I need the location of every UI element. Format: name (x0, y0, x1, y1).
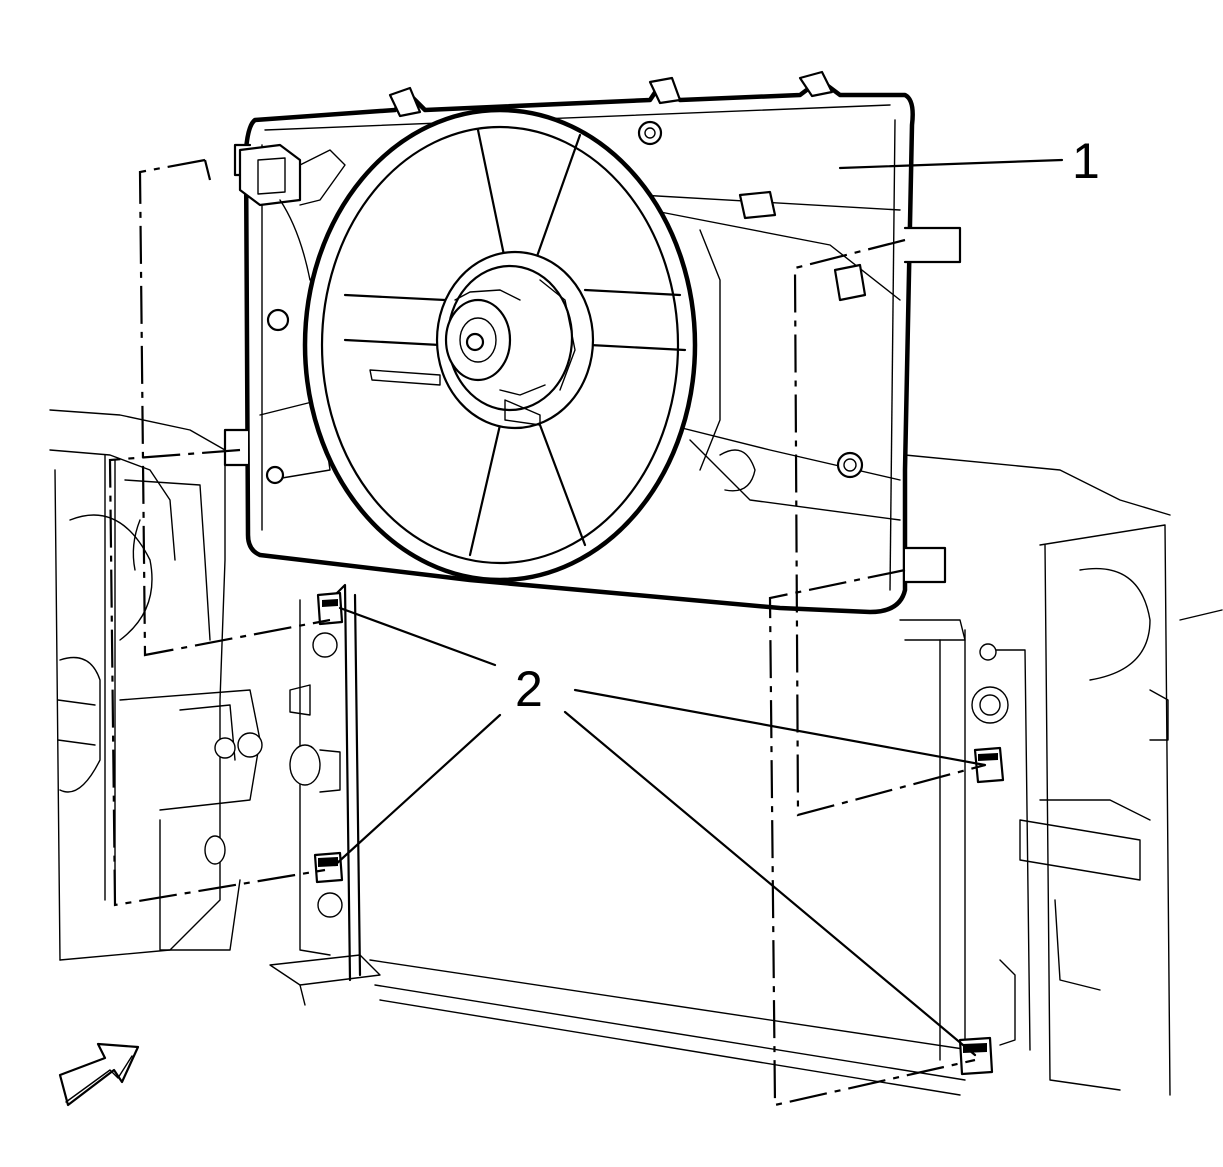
front-of-vehicle-arrow-icon (58, 1042, 140, 1107)
retainer-clip-upper-left (316, 591, 344, 626)
retainer-clip-lower-right (958, 1036, 994, 1076)
callout-leaders (333, 158, 1064, 1057)
cooling-fan (302, 107, 698, 583)
left-radiator-support (49, 409, 263, 961)
callout-1: 1 (1072, 133, 1100, 189)
retainer-clip-lower-left (313, 851, 344, 884)
right-radiator-support (899, 454, 1223, 1096)
alignment-lines (108, 158, 986, 1107)
retainer-clip-upper-right (973, 746, 1005, 784)
radiator-core (269, 583, 971, 1096)
callout-2: 2 (515, 661, 543, 717)
shroud-retainer-clips (313, 591, 1005, 1076)
